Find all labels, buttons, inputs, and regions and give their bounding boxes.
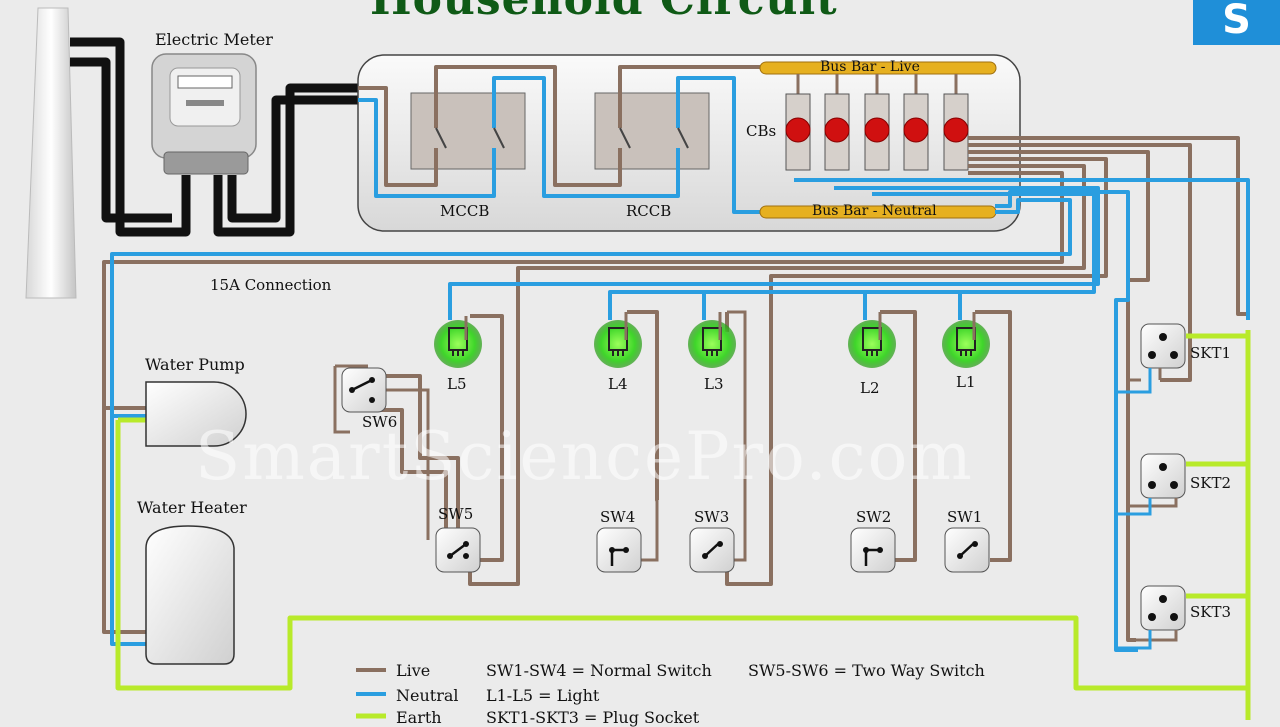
bus-live-label: Bus Bar - Live [820,59,920,75]
water-pump [145,381,247,447]
earth-wiring [115,330,1251,720]
light-l5-label: L5 [447,375,467,393]
switch-sw4-label: SW4 [600,508,636,526]
legend-swatches [356,668,386,719]
panel-wiring [358,65,760,214]
diagram-title: Household Circuit [370,0,838,25]
mccb-label: MCCB [440,202,490,220]
light-l1 [942,320,990,368]
switch-sw6 [341,367,387,413]
socket-skt2-label: SKT2 [1190,474,1232,492]
switch-sw1 [944,527,990,573]
water-pump-label: Water Pump [145,355,245,374]
connection-label: 15A Connection [210,276,332,294]
switch-sw3 [689,527,735,573]
switch-sw5-label: SW5 [438,505,474,523]
cb-live-taps [796,74,958,94]
switch-sw2-label: SW2 [856,508,892,526]
legend-earth: Earth [396,708,442,727]
sockets [1140,323,1186,631]
light-l2 [848,320,896,368]
switch-sw3-label: SW3 [694,508,730,526]
lights [434,320,990,368]
bus-neutral-label: Bus Bar - Neutral [812,203,937,219]
light-l3 [688,320,736,368]
legend-light: L1-L5 = Light [486,686,600,705]
circuit-breakers [785,93,969,171]
socket-skt1-label: SKT1 [1190,344,1232,362]
light-l4 [594,320,642,368]
switches [341,367,990,573]
neutral-wiring [110,178,1250,652]
live-wiring [102,136,1248,642]
watermark: SmartSciencePro.com [195,418,974,495]
legend-neutral: Neutral [396,686,459,705]
socket-feeders [1116,368,1178,650]
socket-skt2 [1140,453,1186,499]
light-l3-label: L3 [704,375,724,393]
water-heater-label: Water Heater [137,498,247,517]
light-l4-label: L4 [608,375,628,393]
legend-live: Live [396,661,431,680]
legend-two-way: SW5-SW6 = Two Way Switch [748,661,985,680]
rccb-label: RCCB [626,202,672,220]
socket-skt3-label: SKT3 [1190,603,1232,621]
socket-skt1 [1140,323,1186,369]
rccb-body [594,92,710,170]
light-switch-wires [464,310,976,562]
switch-sw2 [850,527,896,573]
light-l2-label: L2 [860,379,880,397]
logo: S [1193,0,1280,45]
meter-label: Electric Meter [155,30,273,49]
cbs-label: CBs [746,122,777,140]
socket-skt3 [1140,585,1186,631]
utility-pole [25,7,77,299]
two-way-links [333,364,430,540]
electric-meter [151,53,257,175]
legend-socket: SKT1-SKT3 = Plug Socket [486,708,700,727]
switch-sw4 [596,527,642,573]
water-heater [145,525,235,665]
switch-sw6-label: SW6 [362,413,398,431]
legend-normal-switch: SW1-SW4 = Normal Switch [486,661,712,680]
light-l1-label: L1 [956,373,976,391]
switch-sw1-label: SW1 [947,508,983,526]
service-cables [70,37,358,237]
mccb-body [410,92,526,170]
light-l5 [434,320,482,368]
switch-sw5 [435,527,481,573]
